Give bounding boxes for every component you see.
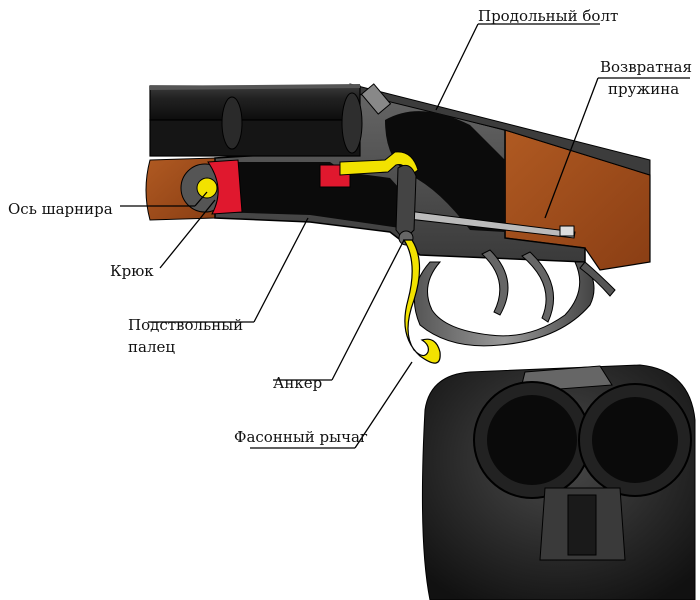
label-lug-1: Подствольный <box>128 316 244 334</box>
shaped-lever <box>402 239 441 364</box>
lock-cavity <box>215 162 410 228</box>
label-hook: Крюк <box>110 262 154 280</box>
label-return-spring-1: Возвратная <box>600 58 692 76</box>
leader-lines <box>120 23 690 449</box>
hinge-pin <box>196 177 218 199</box>
anchor-part <box>395 164 417 241</box>
label-lug-2: палец <box>128 338 175 356</box>
label-longitudinal-bolt: Продольный болт <box>478 7 619 25</box>
trigger-rear <box>521 251 555 323</box>
barrel-upper <box>149 85 361 121</box>
muzzle-inset <box>421 364 696 600</box>
label-shaped-lever: Фасонный рычаг <box>234 428 368 446</box>
label-anchor: Анкер <box>273 374 323 392</box>
label-hinge-axis: Ось шарнира <box>8 200 113 218</box>
label-return-spring-2: пружина <box>608 80 680 98</box>
trigger-front <box>481 249 509 316</box>
hook-part <box>207 159 243 215</box>
barrel-lower <box>149 119 361 157</box>
